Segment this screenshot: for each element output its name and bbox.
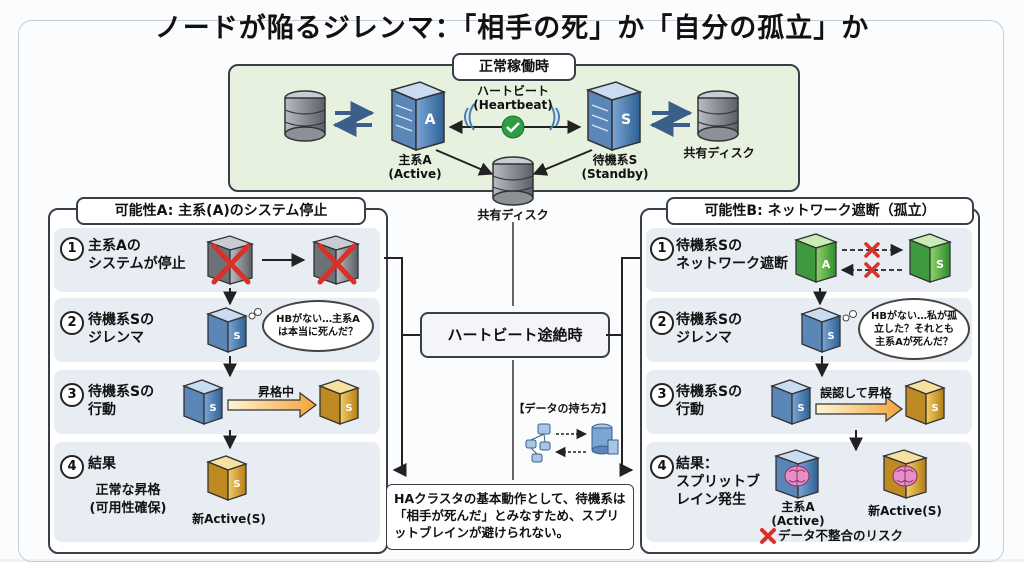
shared-disk-label-bottom: 共有ディスク (477, 208, 549, 222)
svg-text:S: S (936, 258, 944, 271)
center-note-text: HAクラスタの基本動作として、待機系は「相手が死んだ」とみなすため、スプリットブ… (394, 491, 626, 540)
right-step-number: 1 (650, 237, 674, 261)
right-step-number: 4 (650, 455, 674, 479)
right-step-text: 待機系Sのネットワーク遮断 (676, 238, 788, 272)
dead-server-icon (311, 235, 361, 285)
standby-s-label: 待機系S (Standby) (581, 153, 649, 181)
standby-server-icon: S (182, 379, 224, 425)
promoted-server-icon: S (318, 379, 360, 425)
heartbeat-label: ハートビート (Heartbeat) (473, 84, 553, 112)
center-note-box (386, 484, 634, 550)
risk-cross-icon (760, 528, 776, 544)
standby-server-icon: S (206, 307, 248, 353)
data-store-icon (591, 423, 619, 455)
new-active-server-icon: S (206, 455, 248, 501)
right-dilemma-bubble: HBがない…私が孤立した？それとも主系Aが死んだ？ (858, 298, 970, 360)
primary-a-label: 主系A (Active) (388, 153, 442, 181)
shared-disk-label-right: 共有ディスク (683, 146, 755, 160)
left-step-number: 4 (60, 455, 84, 479)
standby-green-server-icon: S (908, 233, 952, 283)
svg-text:S: S (931, 403, 938, 414)
svg-text:S: S (233, 479, 240, 490)
left-step-text: 待機系Sの行動 (88, 384, 155, 418)
shared-disk-icon (492, 156, 534, 206)
svg-text:S: S (797, 403, 804, 414)
right-step-number: 3 (650, 383, 674, 407)
left-step-number: 1 (60, 237, 84, 261)
primary-a-brain-server-icon (773, 449, 821, 499)
risk-label: データ不整合のリスク (778, 528, 904, 543)
disk-icon-right (697, 90, 739, 142)
left-result-text: 正常な昇格(可用性確保) (89, 483, 167, 516)
promote-arrow-icon (815, 395, 903, 423)
right-primary-label: 主系A (Active) (771, 500, 825, 528)
primary-green-server-icon: A (794, 233, 838, 283)
svg-text:A: A (822, 258, 831, 271)
server-s-icon (585, 81, 643, 152)
new-active-brain-server-icon (881, 449, 929, 499)
right-step-text: 結果： スプリットブ レイン発生 (676, 456, 760, 508)
left-promote-label: 昇格中 (257, 385, 294, 399)
server-a-letter: A (425, 112, 436, 128)
right-new-active-label: 新Active(S) (868, 504, 942, 518)
heartbeat-lost-box: ハートビート途絶時 (420, 312, 610, 358)
svg-text:S: S (233, 331, 240, 342)
left-step-text: 待機系Sのジレンマ (88, 312, 155, 346)
page-title: ノードが陥るジレンマ：「相手の死」か「自分の孤立」か (154, 13, 870, 44)
data-tree-icon (525, 423, 551, 463)
right-step-number: 2 (650, 311, 674, 335)
right-step-text: 待機系Sの行動 (676, 384, 743, 418)
disk-icon-left (284, 90, 326, 142)
left-dilemma-bubble: HBがない…主系Aは本当に死んだ？ (262, 300, 374, 352)
heartbeat-check-icon (501, 115, 525, 139)
dead-server-icon (205, 235, 255, 285)
possibility-a-header: 可能性A: 主系(A)のシステム停止 (76, 197, 366, 225)
svg-text:S: S (345, 403, 352, 414)
left-step-text: 主系Aのシステムが停止 (88, 238, 186, 272)
left-step-number: 3 (60, 383, 84, 407)
standby-server-icon: S (770, 379, 812, 425)
normal-operation-header: 正常稼働時 (452, 53, 576, 81)
right-promote-label: 誤認して昇格 (820, 386, 892, 400)
left-new-active-label: 新Active(S) (192, 512, 266, 526)
server-a-icon (389, 81, 447, 152)
left-step-number: 2 (60, 311, 84, 335)
svg-text:S: S (209, 403, 216, 414)
data-caption: 【データの持ち方】 (513, 402, 613, 415)
server-s-letter: S (621, 112, 631, 128)
promoted-server-icon: S (904, 379, 946, 425)
svg-text:S: S (827, 331, 834, 342)
promote-arrow-icon (227, 391, 317, 419)
standby-server-icon: S (800, 307, 842, 353)
possibility-b-header: 可能性B: ネットワーク遮断（孤立） (666, 197, 974, 225)
right-step-text: 待機系Sのジレンマ (676, 312, 743, 346)
left-step-text: 結果 (88, 456, 116, 472)
